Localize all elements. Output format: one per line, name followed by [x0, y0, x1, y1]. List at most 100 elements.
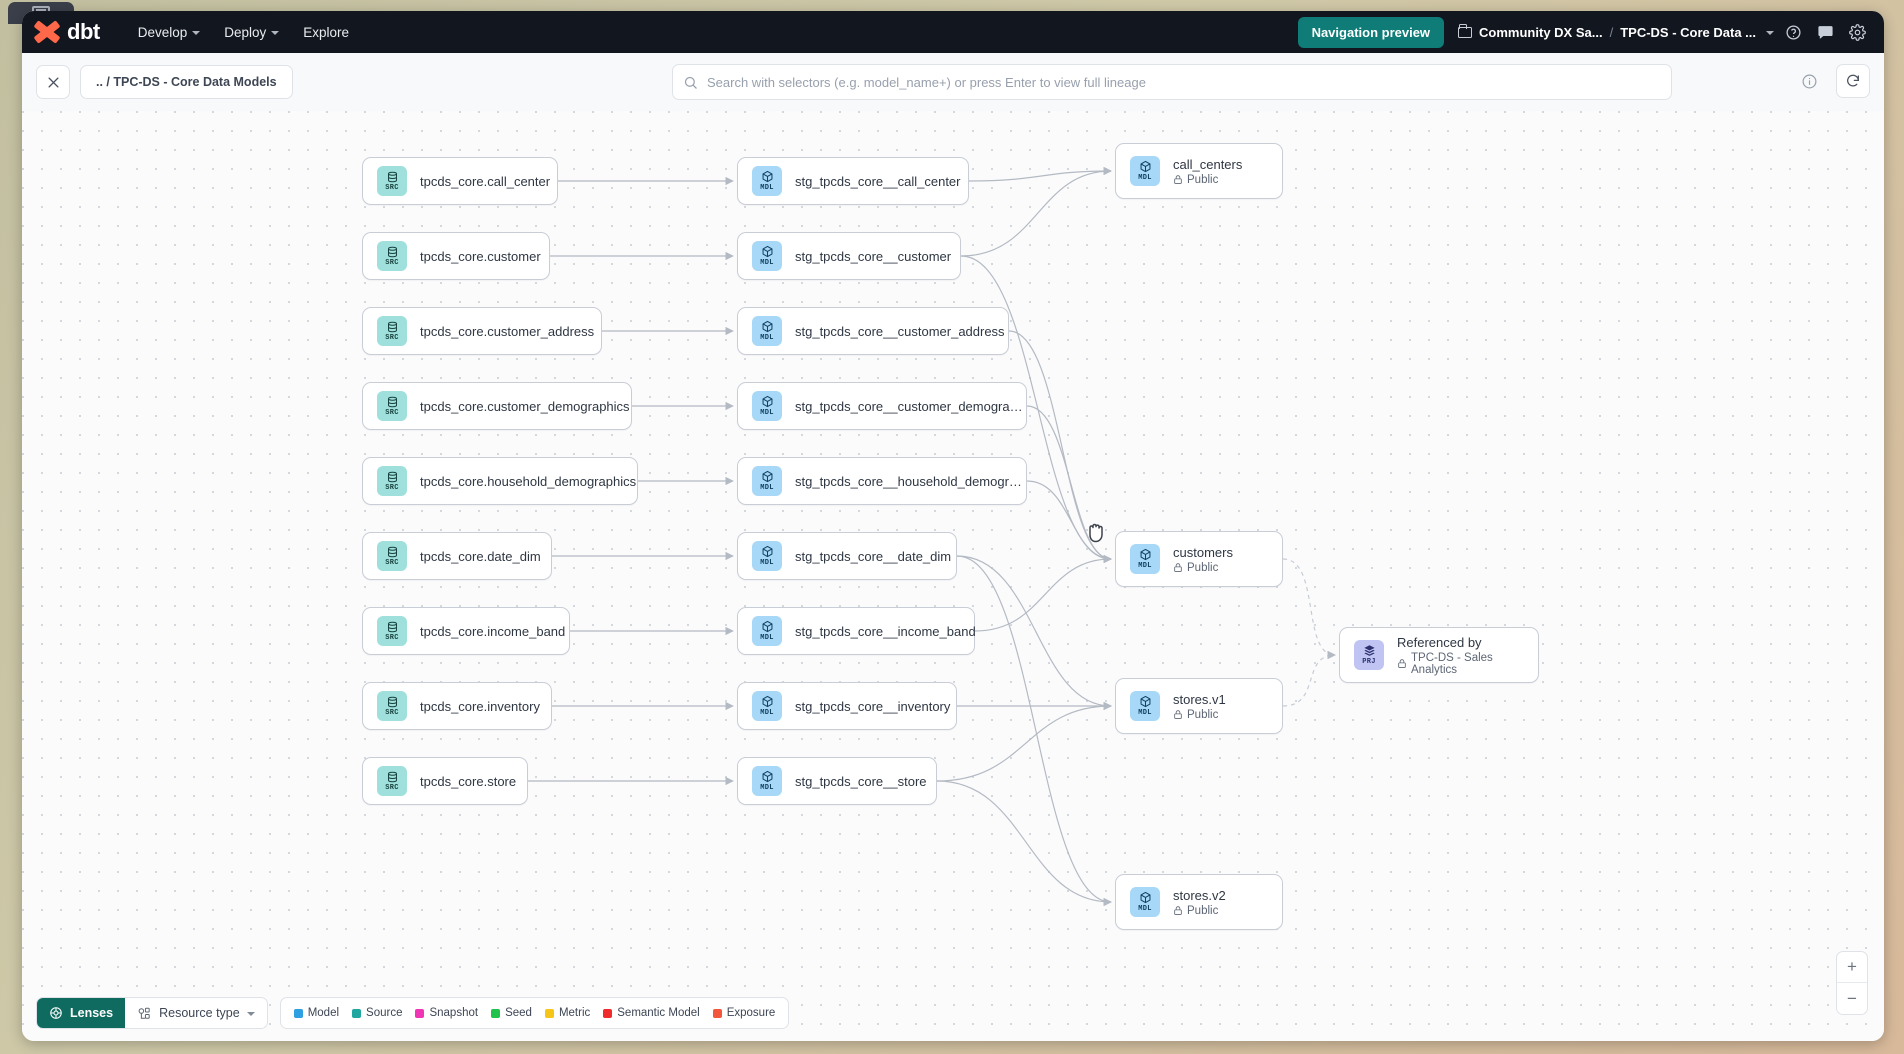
help-icon[interactable] [1780, 19, 1806, 45]
legend-item-semantic-model[interactable]: Semantic Model [603, 1007, 700, 1019]
node-access-badge: Public [1173, 709, 1226, 721]
nav-item-deploy-label: Deploy [224, 24, 267, 40]
src-badge-icon: SRC [377, 691, 407, 721]
lineage-edge [1282, 558, 1336, 660]
close-button[interactable] [36, 65, 70, 99]
refresh-button[interactable] [1836, 64, 1870, 98]
lock-icon [1173, 174, 1183, 185]
node-label: tpcds_core.store [420, 773, 517, 789]
node-access-badge: Public [1173, 562, 1233, 574]
info-button[interactable] [1792, 64, 1826, 98]
legend-swatch [491, 1008, 501, 1018]
lineage-edge [1026, 480, 1112, 564]
lineage-edge [936, 780, 1112, 907]
node-label: stg_tpcds_core__customer_demogra… [795, 398, 1023, 414]
nav-item-explore[interactable]: Explore [291, 19, 361, 46]
legend-swatch [712, 1008, 722, 1018]
mdl-badge-icon: MDL [1130, 691, 1160, 721]
breadcrumb-separator: / [1609, 24, 1614, 40]
legend-item-seed[interactable]: Seed [491, 1007, 532, 1019]
model-node-8[interactable]: MDL stg_tpcds_core__store [737, 757, 937, 805]
bottom-bar: Lenses Resource type Model Source Snapshot… [36, 997, 790, 1029]
src-badge-icon: SRC [377, 316, 407, 346]
src-badge-icon: SRC [377, 241, 407, 271]
nav-item-deploy[interactable]: Deploy [212, 19, 291, 46]
source-node-inventory[interactable]: SRC tpcds_core.inventory [362, 682, 552, 730]
lenses-label: Lenses [70, 1006, 114, 1020]
search-input[interactable] [707, 74, 1661, 90]
lock-icon [1397, 658, 1407, 669]
search-bar[interactable] [672, 64, 1672, 100]
legend-item-exposure[interactable]: Exposure [712, 1007, 775, 1019]
mdl-badge-icon: MDL [1130, 156, 1160, 186]
model-node-3[interactable]: MDL stg_tpcds_core__customer_demogra… [737, 382, 1027, 430]
lineage-edge [1008, 330, 1112, 564]
legend-item-model[interactable]: Model [293, 1007, 339, 1019]
chevron-down-icon[interactable] [1766, 31, 1774, 35]
folder-icon [1458, 23, 1473, 38]
mdl-badge-icon: MDL [752, 541, 782, 571]
node-label: stg_tpcds_core__store [795, 773, 927, 789]
zoom-in-button[interactable]: + [1837, 952, 1867, 983]
resource-type-label: Resource type [159, 1006, 240, 1020]
node-label: tpcds_core.inventory [420, 698, 540, 714]
zoom-out-button[interactable]: − [1847, 988, 1857, 1008]
lenses-icon [49, 1006, 63, 1020]
node-title: stores.v1 [1173, 691, 1226, 707]
src-badge-icon: SRC [377, 466, 407, 496]
legend-item-metric[interactable]: Metric [544, 1007, 591, 1019]
mdl-badge-icon: MDL [752, 166, 782, 196]
breadcrumb-chip[interactable]: .. / TPC-DS - Core Data Models [80, 65, 293, 99]
dbt-logo[interactable]: dbt [33, 19, 100, 45]
lock-icon [1173, 562, 1183, 573]
feedback-icon[interactable] [1812, 19, 1838, 45]
legend-label: Source [366, 1007, 403, 1019]
lenses-button[interactable]: Lenses [37, 998, 126, 1028]
mdl-badge-icon: MDL [752, 391, 782, 421]
legend-label: Metric [558, 1007, 591, 1019]
navigation-preview-button[interactable]: Navigation preview [1297, 16, 1445, 48]
node-access-badge: Public [1173, 174, 1242, 186]
nav-item-develop[interactable]: Develop [126, 19, 213, 46]
legend-item-source[interactable]: Source [352, 1007, 402, 1019]
breadcrumb-project[interactable]: TPC-DS - Core Data ... [1620, 24, 1756, 40]
mdl-badge-icon: MDL [752, 616, 782, 646]
node-access-label: Public [1187, 561, 1219, 574]
breadcrumb-account[interactable]: Community DX Sa... [1479, 24, 1603, 40]
chevron-down-icon [192, 31, 201, 35]
settings-icon[interactable] [1844, 19, 1870, 45]
resource-type-button[interactable]: Resource type [125, 998, 267, 1028]
node-label: tpcds_core.call_center [420, 173, 551, 189]
mdl-badge-icon: MDL [752, 766, 782, 796]
node-title: stores.v2 [1173, 887, 1226, 903]
src-badge-icon: SRC [377, 766, 407, 796]
legend-item-snapshot[interactable]: Snapshot [415, 1007, 478, 1019]
legend-swatch [415, 1008, 425, 1018]
lineage-toolbar: .. / TPC-DS - Core Data Models [22, 53, 1884, 111]
src-badge-icon: SRC [377, 391, 407, 421]
source-node-store[interactable]: SRC tpcds_core.store [362, 757, 528, 805]
